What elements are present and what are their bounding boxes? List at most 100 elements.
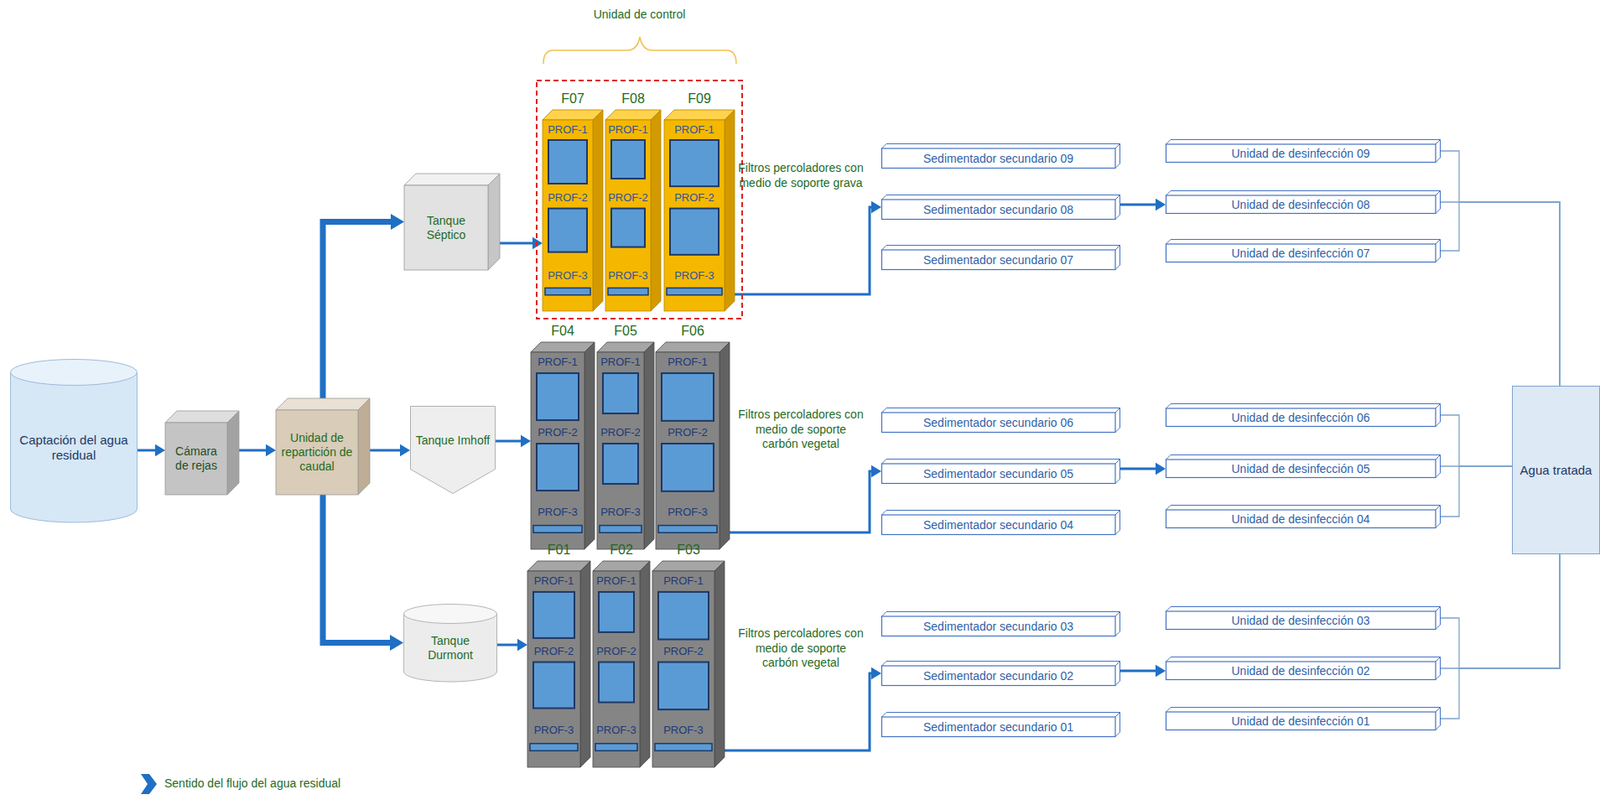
connector-line bbox=[369, 449, 402, 452]
box-label: Unidad de desinfección 06 bbox=[1231, 410, 1370, 426]
connector-line bbox=[499, 242, 535, 245]
arrowhead bbox=[871, 667, 882, 680]
connector-line bbox=[1440, 554, 1560, 719]
flow-arrow bbox=[734, 201, 882, 295]
text-area: Unidad de desinfección 04 bbox=[1165, 509, 1436, 529]
flow-arrow bbox=[495, 435, 531, 447]
flow-arrow bbox=[1120, 198, 1166, 211]
text-area: Unidad de desinfección 08 bbox=[1165, 195, 1436, 214]
text-area: Unidad de desinfección 05 bbox=[1165, 459, 1436, 478]
filter-column: F09PROF-1PROF-2PROF-3 bbox=[664, 109, 735, 312]
flow-arrow bbox=[238, 444, 276, 457]
flow-arrow bbox=[369, 444, 411, 457]
filter-column: F06PROF-1PROF-2PROF-3 bbox=[655, 342, 730, 550]
unit-box: Agua tratada bbox=[1511, 385, 1600, 555]
process-box: Sedimentador secundario 08 bbox=[881, 194, 1121, 220]
depth-label: PROF-1 bbox=[542, 123, 593, 136]
filter-id: F01 bbox=[527, 542, 591, 558]
collector-line bbox=[1440, 415, 1512, 467]
arrowhead bbox=[1155, 198, 1166, 211]
depth-label: PROF-1 bbox=[530, 355, 585, 369]
collector-line bbox=[1440, 466, 1512, 517]
collector-line bbox=[1440, 554, 1560, 719]
arrowhead bbox=[871, 465, 882, 478]
process-box: Sedimentador secundario 07 bbox=[881, 244, 1121, 271]
arrowhead bbox=[400, 444, 411, 457]
depth-label: PROF-3 bbox=[664, 269, 725, 282]
text-area: Sedimentador secundario 03 bbox=[881, 616, 1116, 637]
depth-label: PROF-2 bbox=[652, 644, 715, 658]
box-label: Unidad de desinfección 08 bbox=[1231, 197, 1370, 213]
depth-label: PROF-3 bbox=[527, 723, 581, 737]
control-group: Unidad de controlF07PROF-1PROF-2PROF-3F0… bbox=[535, 79, 743, 320]
depth-label: PROF-3 bbox=[652, 723, 715, 737]
text-area: Unidad de desinfección 01 bbox=[1165, 711, 1436, 731]
box-label: Unidad de desinfección 01 bbox=[1231, 714, 1370, 729]
text-area: Unidad de desinfección 02 bbox=[1165, 661, 1436, 681]
filter-column: F03PROF-1PROF-2PROF-3 bbox=[652, 561, 725, 768]
text-area: Sedimentador secundario 02 bbox=[881, 665, 1116, 686]
filter-column: F02PROF-1PROF-2PROF-3 bbox=[592, 561, 650, 768]
group-label: Filtros percoladores con medio de soport… bbox=[737, 161, 864, 191]
depth-label: PROF-3 bbox=[530, 505, 585, 519]
depth-label: PROF-2 bbox=[664, 191, 725, 204]
flow-arrow bbox=[724, 667, 882, 751]
process-box: Unidad de desinfección 04 bbox=[1165, 504, 1441, 529]
filter-id: F04 bbox=[530, 323, 595, 339]
connector-line bbox=[734, 207, 873, 295]
depth-label: PROF-2 bbox=[597, 425, 645, 439]
connector-line bbox=[1120, 467, 1158, 471]
filter-id: F08 bbox=[605, 91, 661, 107]
filter-id: F05 bbox=[597, 323, 655, 339]
connector-line bbox=[724, 673, 873, 751]
process-box: Unidad de desinfección 05 bbox=[1165, 454, 1441, 478]
text-area: Tanque Durmont bbox=[406, 623, 494, 672]
connector-line bbox=[322, 494, 392, 644]
unit-box: Cámara de rejas bbox=[165, 410, 239, 495]
imhoff-shape bbox=[410, 405, 496, 494]
text-area: Unidad de desinfección 09 bbox=[1165, 144, 1436, 163]
connector-line bbox=[137, 449, 157, 452]
depth-label: PROF-1 bbox=[597, 355, 645, 369]
unit-box: Tanque Séptico bbox=[404, 173, 500, 271]
flow-arrow bbox=[322, 494, 404, 651]
text-area: Agua tratada bbox=[1511, 385, 1600, 555]
arrowhead bbox=[871, 201, 882, 213]
legend-arrow bbox=[139, 773, 158, 795]
depth-label: PROF-1 bbox=[592, 574, 640, 588]
process-box: Unidad de desinfección 08 bbox=[1165, 190, 1441, 214]
depth-label: PROF-1 bbox=[527, 574, 581, 588]
depth-label: PROF-1 bbox=[664, 123, 725, 136]
arrowhead bbox=[517, 638, 528, 651]
filter-column: F07PROF-1PROF-2PROF-3 bbox=[542, 109, 603, 312]
connector-line bbox=[1440, 202, 1560, 386]
unit-label: Tanque Durmont bbox=[410, 633, 491, 663]
collector-line bbox=[1440, 554, 1560, 669]
depth-label: PROF-3 bbox=[597, 505, 645, 519]
flow-arrow bbox=[322, 213, 405, 399]
arrowhead bbox=[390, 213, 405, 230]
connector-line bbox=[322, 222, 393, 400]
filter-column: F04PROF-1PROF-2PROF-3 bbox=[530, 342, 595, 550]
box-label: Sedimentador secundario 07 bbox=[923, 253, 1074, 268]
flow-arrow bbox=[1120, 462, 1166, 475]
collector-line bbox=[1440, 150, 1560, 386]
process-box: Sedimentador secundario 06 bbox=[881, 407, 1121, 433]
box-label: Unidad de desinfección 09 bbox=[1231, 146, 1370, 162]
text-area: Unidad de desinfección 07 bbox=[1165, 244, 1436, 263]
box-label: Sedimentador secundario 06 bbox=[923, 415, 1074, 431]
process-box: Sedimentador secundario 02 bbox=[881, 660, 1121, 686]
unit-label: Unidad de repartición de caudal bbox=[279, 431, 355, 473]
text-area: Tanque Séptico bbox=[404, 185, 489, 271]
connector-line bbox=[1440, 466, 1512, 517]
text-area: Sedimentador secundario 01 bbox=[881, 716, 1116, 738]
unit-box: Tanque Imhoff bbox=[410, 405, 496, 494]
box-label: Sedimentador secundario 05 bbox=[923, 467, 1074, 482]
text-area: Tanque Imhoff bbox=[411, 409, 494, 473]
flow-arrow bbox=[497, 638, 528, 651]
unit-box: Unidad de repartición de caudal bbox=[275, 398, 370, 495]
text-area: Unidad de desinfección 03 bbox=[1165, 611, 1436, 630]
unit-label: Captación del agua residual bbox=[16, 432, 131, 463]
